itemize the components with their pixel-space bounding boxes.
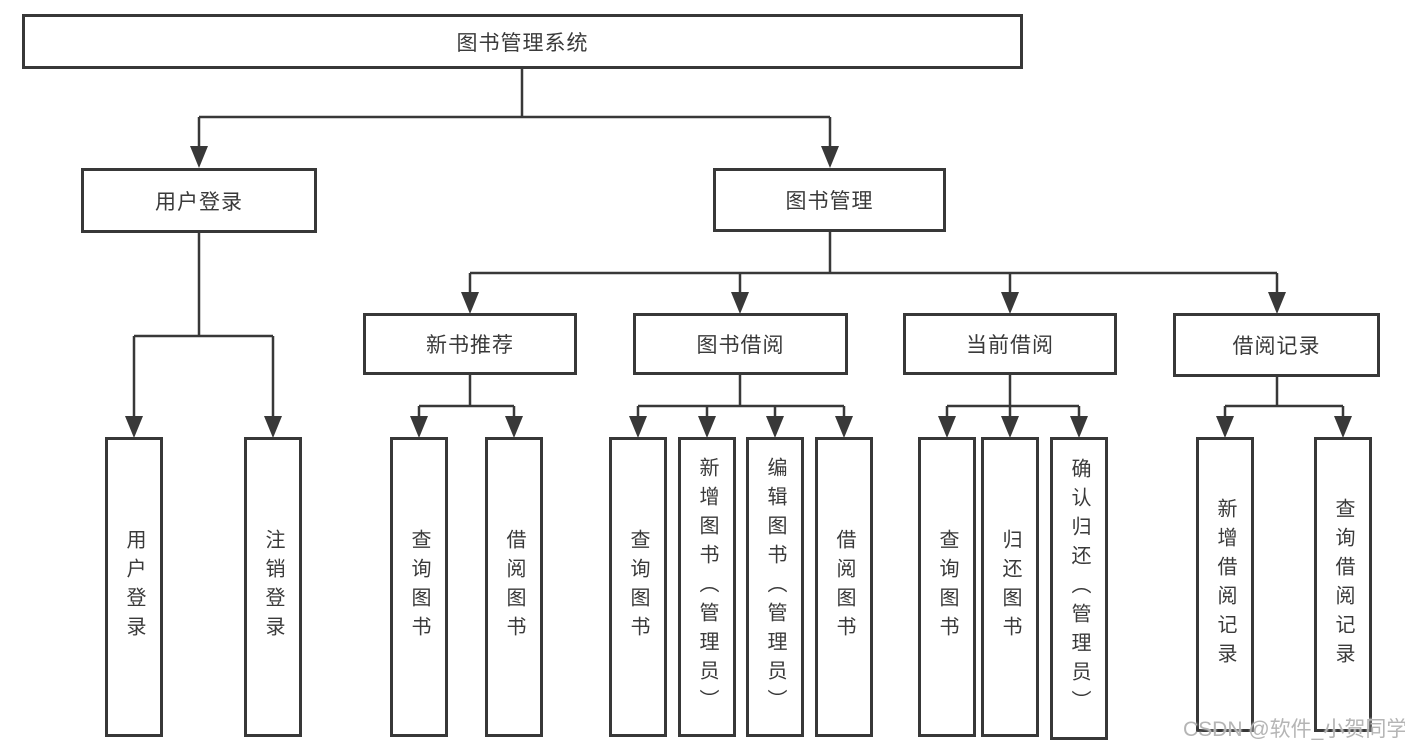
node-user-login: 用户登录 (81, 168, 317, 233)
leaf-logout: 注销登录 (244, 437, 302, 737)
leaf-query-borrow-record-label: 查询借阅记录 (1332, 497, 1354, 672)
node-borrowing-records: 借阅记录 (1173, 313, 1380, 377)
leaf-query-books-recommend: 查询图书 (390, 437, 448, 737)
leaf-confirm-return-admin-label: 确认归还（管理员） (1068, 458, 1090, 719)
leaf-query-books-current-label: 查询图书 (936, 529, 958, 645)
leaf-add-books-admin: 新增图书（管理员） (678, 437, 736, 737)
leaf-add-borrow-record: 新增借阅记录 (1196, 437, 1254, 732)
leaf-query-books-borrowing-label: 查询图书 (627, 529, 649, 645)
leaf-borrow-books-recommend: 借阅图书 (485, 437, 543, 737)
leaf-query-books-recommend-label: 查询图书 (408, 529, 430, 645)
leaf-user-login: 用户登录 (105, 437, 163, 737)
leaf-user-login-label: 用户登录 (123, 529, 145, 645)
leaf-edit-books-admin: 编辑图书（管理员） (746, 437, 804, 737)
leaf-confirm-return-admin: 确认归还（管理员） (1050, 437, 1108, 740)
leaf-return-books: 归还图书 (981, 437, 1039, 737)
leaf-query-books-current: 查询图书 (918, 437, 976, 737)
node-current-borrowing: 当前借阅 (903, 313, 1117, 375)
arrowheads (125, 146, 1352, 438)
node-new-book-recommendation: 新书推荐 (363, 313, 577, 375)
csdn-watermark: CSDN @软件_小贺同学 (1183, 718, 1405, 741)
leaf-query-books-borrowing: 查询图书 (609, 437, 667, 737)
leaf-borrow-books-borrowing: 借阅图书 (815, 437, 873, 737)
node-book-management: 图书管理 (713, 168, 946, 232)
leaf-add-books-admin-label: 新增图书（管理员） (696, 456, 718, 718)
leaf-edit-books-admin-label: 编辑图书（管理员） (764, 456, 786, 718)
leaf-borrow-books-borrowing-label: 借阅图书 (833, 529, 855, 645)
leaf-logout-label: 注销登录 (262, 529, 284, 645)
node-library-management-system: 图书管理系统 (22, 14, 1023, 69)
leaf-return-books-label: 归还图书 (999, 529, 1021, 645)
leaf-borrow-books-recommend-label: 借阅图书 (503, 529, 525, 645)
node-book-borrowing: 图书借阅 (633, 313, 848, 375)
leaf-add-borrow-record-label: 新增借阅记录 (1214, 497, 1236, 672)
leaf-query-borrow-record: 查询借阅记录 (1314, 437, 1372, 732)
